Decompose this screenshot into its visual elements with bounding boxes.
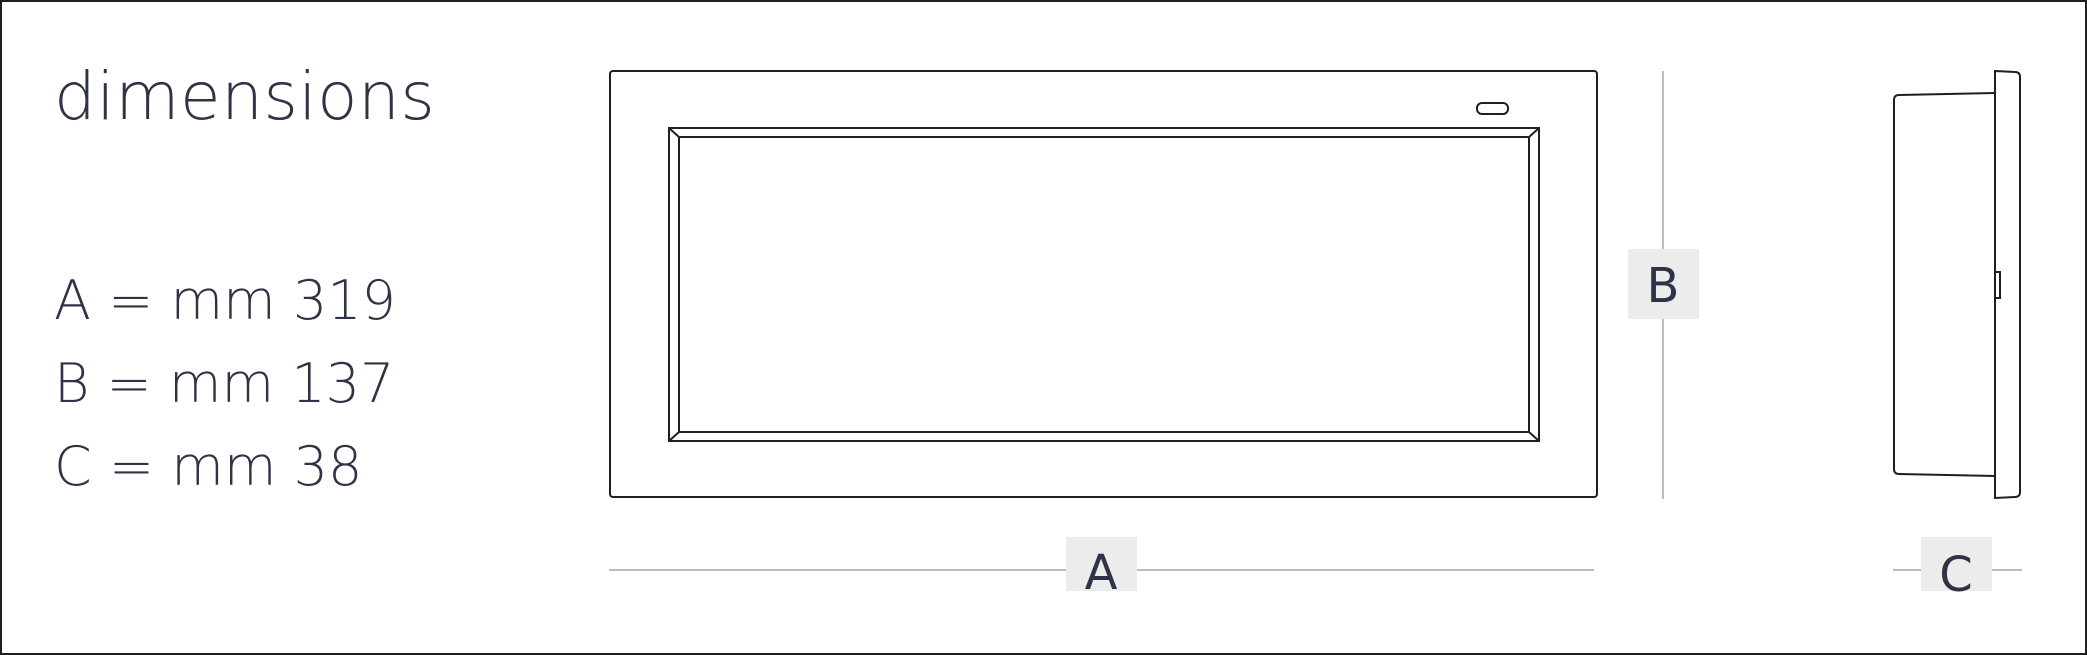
dimension-a-label-box — [1066, 537, 1137, 591]
side-body — [1893, 92, 1996, 477]
dimension-a-label: A — [1085, 545, 1118, 601]
spec-c: C = mm 38 — [54, 435, 363, 498]
front-view — [609, 70, 1598, 498]
side-connector — [1994, 271, 2001, 299]
dimension-b: B — [1628, 71, 1699, 499]
bevel-bottom-left — [668, 431, 680, 442]
page-title: dimensions — [54, 58, 436, 135]
spec-a: A = mm 319 — [54, 269, 396, 332]
side-view — [1893, 69, 2021, 500]
dimension-b-label-box — [1628, 249, 1699, 319]
spec-b: B = mm 137 — [54, 352, 395, 415]
dimension-b-label: B — [1647, 258, 1680, 314]
dimension-c-label: C — [1939, 547, 1973, 603]
bevel-bottom-right — [1528, 431, 1540, 442]
front-screen-outer — [668, 127, 1540, 442]
bevel-top-right — [1528, 127, 1540, 138]
indicator-slot — [1476, 102, 1509, 115]
front-outer-frame — [609, 70, 1598, 498]
side-front-panel — [1994, 69, 2021, 500]
dimension-c-label-box — [1921, 537, 1992, 591]
bevel-top-left — [668, 127, 680, 138]
front-screen-inner — [678, 136, 1530, 433]
dimension-a: A — [609, 537, 1594, 601]
dimension-c: C — [1893, 537, 2022, 603]
